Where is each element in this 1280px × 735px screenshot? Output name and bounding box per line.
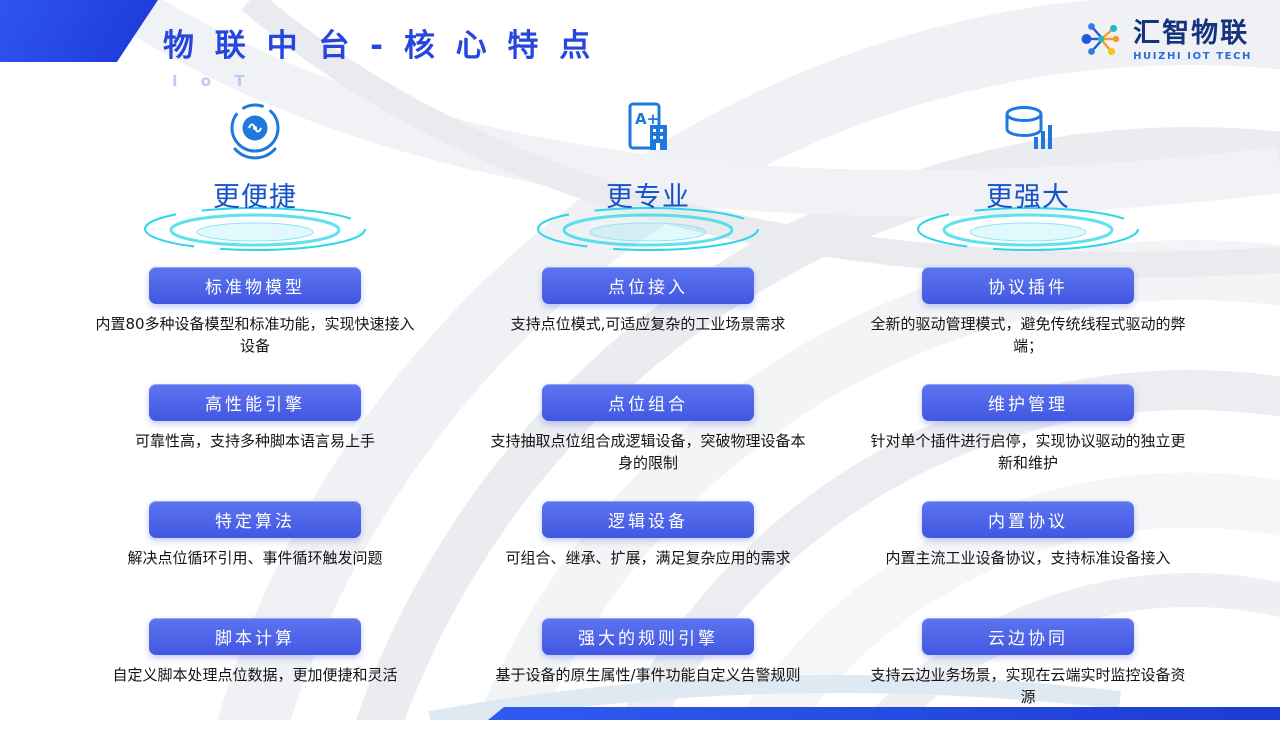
document-a-plus-icon: A+ bbox=[613, 95, 683, 169]
feature-desc: 内置主流工业设备协议，支持标准设备接入 bbox=[885, 549, 1171, 567]
logo-text: 汇智物联 bbox=[1133, 17, 1250, 49]
column-heading: 更便捷 bbox=[213, 182, 297, 213]
feature-pill: 维护管理 bbox=[922, 384, 1134, 421]
feature-desc: 可组合、继承、扩展，满足复杂应用的需求 bbox=[505, 549, 791, 567]
feature-column-convenient: 更便捷 标准物模型 内置80多种设备模型和标准功能，实现快速接入设备 高性能引擎… bbox=[90, 95, 420, 735]
feature-desc: 内置80多种设备模型和标准功能，实现快速接入设备 bbox=[95, 315, 415, 355]
feature-pill: 逻辑设备 bbox=[542, 501, 754, 538]
database-chart-icon bbox=[993, 95, 1063, 169]
feature-column-powerful: 更强大 协议插件 全新的驱动管理模式，避免传统线程式驱动的弊端； 维护管理 针对… bbox=[863, 95, 1193, 735]
feature-pill-label: 标准物模型 bbox=[205, 278, 305, 298]
feature-pill-label: 协议插件 bbox=[988, 278, 1068, 298]
feature-pill: 内置协议 bbox=[922, 501, 1134, 538]
feature-pill: 脚本计算 bbox=[149, 618, 361, 655]
feature-pill: 强大的规则引擎 bbox=[542, 618, 754, 655]
feature-pill-label: 点位接入 bbox=[608, 278, 688, 298]
feature-pill-label: 高性能引擎 bbox=[205, 395, 305, 415]
column-heading: 更专业 bbox=[606, 182, 690, 213]
page-title: 物 联 中 台 - 核 心 特 点 bbox=[163, 28, 596, 64]
feature-desc: 解决点位循环引用、事件循环触发问题 bbox=[127, 549, 383, 567]
feature-pill: 高性能引擎 bbox=[149, 384, 361, 421]
feature-pill-label: 逻辑设备 bbox=[608, 512, 688, 532]
feature-item: 协议插件 全新的驱动管理模式，避免传统线程式驱动的弊端； bbox=[867, 267, 1189, 384]
column-heading: 更强大 bbox=[986, 182, 1070, 213]
feature-desc: 全新的驱动管理模式，避免传统线程式驱动的弊端； bbox=[870, 315, 1186, 355]
feature-item: 点位接入 支持点位模式,可适应复杂的工业场景需求 bbox=[487, 267, 809, 384]
feature-item: 点位组合 支持抽取点位组合成逻辑设备，突破物理设备本身的限制 bbox=[487, 384, 809, 501]
feature-desc: 支持点位模式,可适应复杂的工业场景需求 bbox=[510, 315, 786, 333]
feature-pill-label: 特定算法 bbox=[215, 512, 295, 532]
feature-item: 标准物模型 内置80多种设备模型和标准功能，实现快速接入设备 bbox=[94, 267, 416, 384]
feature-item: 云边协同 支持云边业务场景，实现在云端实时监控设备资源 bbox=[867, 618, 1189, 735]
feature-pill-label: 脚本计算 bbox=[215, 629, 295, 649]
feature-pill: 点位组合 bbox=[542, 384, 754, 421]
feature-desc: 针对单个插件进行启停，实现协议驱动的独立更新和维护 bbox=[870, 432, 1186, 472]
page-subtitle: I o T bbox=[172, 72, 254, 90]
feature-item: 强大的规则引擎 基于设备的原生属性/事件功能自定义告警规则 bbox=[487, 618, 809, 735]
feature-pill-label: 云边协同 bbox=[988, 629, 1068, 649]
halo-rings-graphic bbox=[144, 207, 366, 251]
feature-desc: 基于设备的原生属性/事件功能自定义告警规则 bbox=[495, 666, 801, 684]
logo-molecule-icon bbox=[1078, 16, 1124, 66]
bottom-accent-bar bbox=[488, 707, 1280, 720]
feature-desc: 自定义脚本处理点位数据，更加便捷和灵活 bbox=[112, 666, 398, 684]
feature-desc: 可靠性高，支持多种脚本语言易上手 bbox=[134, 432, 375, 450]
feature-pill: 标准物模型 bbox=[149, 267, 361, 304]
svg-text:A+: A+ bbox=[635, 110, 659, 128]
feature-pill-label: 强大的规则引擎 bbox=[578, 629, 718, 649]
feature-pill-label: 内置协议 bbox=[988, 512, 1068, 532]
feature-pill-label: 点位组合 bbox=[608, 395, 688, 415]
feature-pill: 特定算法 bbox=[149, 501, 361, 538]
feature-item: 特定算法 解决点位循环引用、事件循环触发问题 bbox=[94, 501, 416, 618]
feature-item: 维护管理 针对单个插件进行启停，实现协议驱动的独立更新和维护 bbox=[867, 384, 1189, 501]
feature-item: 内置协议 内置主流工业设备协议，支持标准设备接入 bbox=[867, 501, 1189, 618]
feature-item: 逻辑设备 可组合、继承、扩展，满足复杂应用的需求 bbox=[487, 501, 809, 618]
logo-tagline: HUIZHI IOT TECH bbox=[1133, 51, 1252, 63]
feature-pill: 云边协同 bbox=[922, 618, 1134, 655]
company-logo: 汇智物联 HUIZHI IOT TECH bbox=[1078, 16, 1252, 66]
feature-desc: 支持云边业务场景，实现在云端实时监控设备资源 bbox=[870, 666, 1186, 706]
halo-rings-graphic bbox=[537, 207, 759, 251]
feature-column-professional: A+ 更专业 点位接入 支持点位模式,可适应复杂的工业场景需求 点位组合 支持抽… bbox=[483, 95, 813, 735]
feature-item: 高性能引擎 可靠性高，支持多种脚本语言易上手 bbox=[94, 384, 416, 501]
feature-item: 脚本计算 自定义脚本处理点位数据，更加便捷和灵活 bbox=[94, 618, 416, 735]
feature-pill-label: 维护管理 bbox=[988, 395, 1068, 415]
feature-desc: 支持抽取点位组合成逻辑设备，突破物理设备本身的限制 bbox=[490, 432, 806, 472]
feature-pill: 点位接入 bbox=[542, 267, 754, 304]
background-swoosh-graphic bbox=[107, 0, 1280, 720]
brain-gear-icon bbox=[220, 95, 290, 169]
halo-rings-graphic bbox=[917, 207, 1139, 251]
feature-pill: 协议插件 bbox=[922, 267, 1134, 304]
